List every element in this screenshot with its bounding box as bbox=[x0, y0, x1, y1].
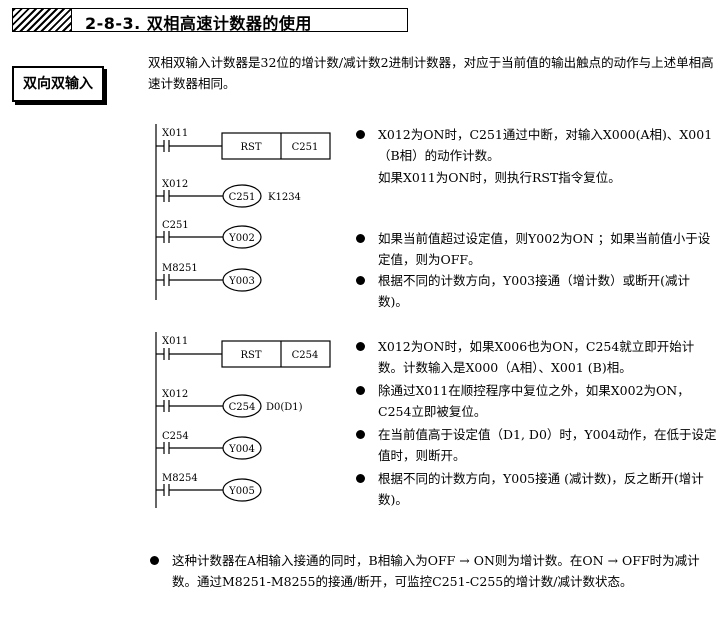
instr-label: RST bbox=[240, 350, 261, 361]
coil-label: Y002 bbox=[228, 233, 255, 244]
coil-label: C254 bbox=[229, 402, 256, 413]
ladder-diagram-2: X011 RST C254 X012 C254 D0(D1) C254 Y004… bbox=[155, 332, 331, 508]
bullet-item: 根据不同的计数方向，Y005接通 (减计数)，反之断开(增计数)。 bbox=[356, 468, 718, 510]
bullet-item: 根据不同的计数方向，Y003接通（增计数）或断开(减计数)。 bbox=[356, 270, 718, 312]
bullet-dot bbox=[356, 342, 365, 351]
coil-label: Y004 bbox=[228, 444, 255, 455]
contact-label: X011 bbox=[162, 336, 188, 347]
coil-label: Y003 bbox=[228, 276, 255, 287]
contact-label: C254 bbox=[162, 431, 189, 442]
bullet-dot bbox=[356, 474, 365, 483]
bullet-dot bbox=[356, 234, 365, 243]
bullet-text: 除通过X011在顺控程序中复位之外，如果X002为ON，C254立即被复位。 bbox=[378, 383, 690, 419]
setting-label: D0(D1) bbox=[266, 402, 303, 413]
bullet-text: 在当前值高于设定值（D1, D0）时，Y004动作，在低于设定值时，则断开。 bbox=[378, 427, 717, 463]
bullet-item: 除通过X011在顺控程序中复位之外，如果X002为ON，C254立即被复位。 bbox=[356, 380, 718, 422]
contact-label: X011 bbox=[162, 128, 188, 139]
operand-label: C251 bbox=[292, 142, 319, 153]
bullet-note: 如果X011为ON时，则执行RST指令复位。 bbox=[378, 170, 621, 185]
bullet-text: 如果当前值超过设定值，则Y002为ON ；如果当前值小于设定值，则为OFF。 bbox=[378, 231, 711, 267]
contact-label: C251 bbox=[162, 220, 189, 231]
bullet-text: 根据不同的计数方向，Y005接通 (减计数)，反之断开(增计数)。 bbox=[378, 471, 704, 507]
bullet-text: X012为ON时，如果X006也为ON，C254就立即开始计数。计数输入是X00… bbox=[378, 339, 695, 375]
coil-label: Y005 bbox=[228, 486, 255, 497]
intro-paragraph: 双相双输入计数器是32位的增计数/减计数2进制计数器，对应于当前值的输出触点的动… bbox=[148, 55, 714, 91]
contact-label: X012 bbox=[162, 389, 188, 400]
operand-label: C254 bbox=[292, 350, 319, 361]
ladder-diagram-1: X011 RST C251 X012 C251 K1234 C251 Y002 … bbox=[155, 124, 331, 300]
header-hatch bbox=[13, 9, 72, 31]
section-header: 2-8-3. 双相高速计数器的使用 bbox=[12, 8, 408, 33]
section-title: 2-8-3. 双相高速计数器的使用 bbox=[85, 14, 312, 33]
coil-label: C251 bbox=[229, 192, 256, 203]
instr-label: RST bbox=[240, 142, 261, 153]
setting-label: K1234 bbox=[268, 192, 301, 203]
bullet-item: X012为ON时，如果X006也为ON，C254就立即开始计数。计数输入是X00… bbox=[356, 336, 718, 378]
bullet-item: 如果当前值超过设定值，则Y002为ON ；如果当前值小于设定值，则为OFF。 bbox=[356, 228, 718, 270]
bullet-text: 根据不同的计数方向，Y003接通（增计数）或断开(减计数)。 bbox=[378, 273, 690, 309]
side-label: 双向双输入 bbox=[12, 66, 104, 102]
contact-label: M8254 bbox=[162, 473, 198, 484]
bullet-dot bbox=[356, 386, 365, 395]
bullet-item: 在当前值高于设定值（D1, D0）时，Y004动作，在低于设定值时，则断开。 bbox=[356, 424, 718, 466]
bullet-dot bbox=[356, 276, 365, 285]
bullet-dot bbox=[356, 430, 365, 439]
bullet-text: X012为ON时，C251通过中断，对输入X000(A相)、X001（B相）的动… bbox=[378, 127, 713, 163]
bullet-dot bbox=[356, 130, 365, 139]
contact-label: X012 bbox=[162, 179, 188, 190]
contact-label: M8251 bbox=[162, 263, 198, 274]
bullet-dot bbox=[150, 556, 159, 565]
footer-bullet: 这种计数器在A相输入接通的同时，B相输入为OFF → ON则为增计数。在ON →… bbox=[150, 550, 716, 592]
footer-text: 这种计数器在A相输入接通的同时，B相输入为OFF → ON则为增计数。在ON →… bbox=[172, 553, 700, 589]
bullet-item: X012为ON时，C251通过中断，对输入X000(A相)、X001（B相）的动… bbox=[356, 124, 718, 166]
